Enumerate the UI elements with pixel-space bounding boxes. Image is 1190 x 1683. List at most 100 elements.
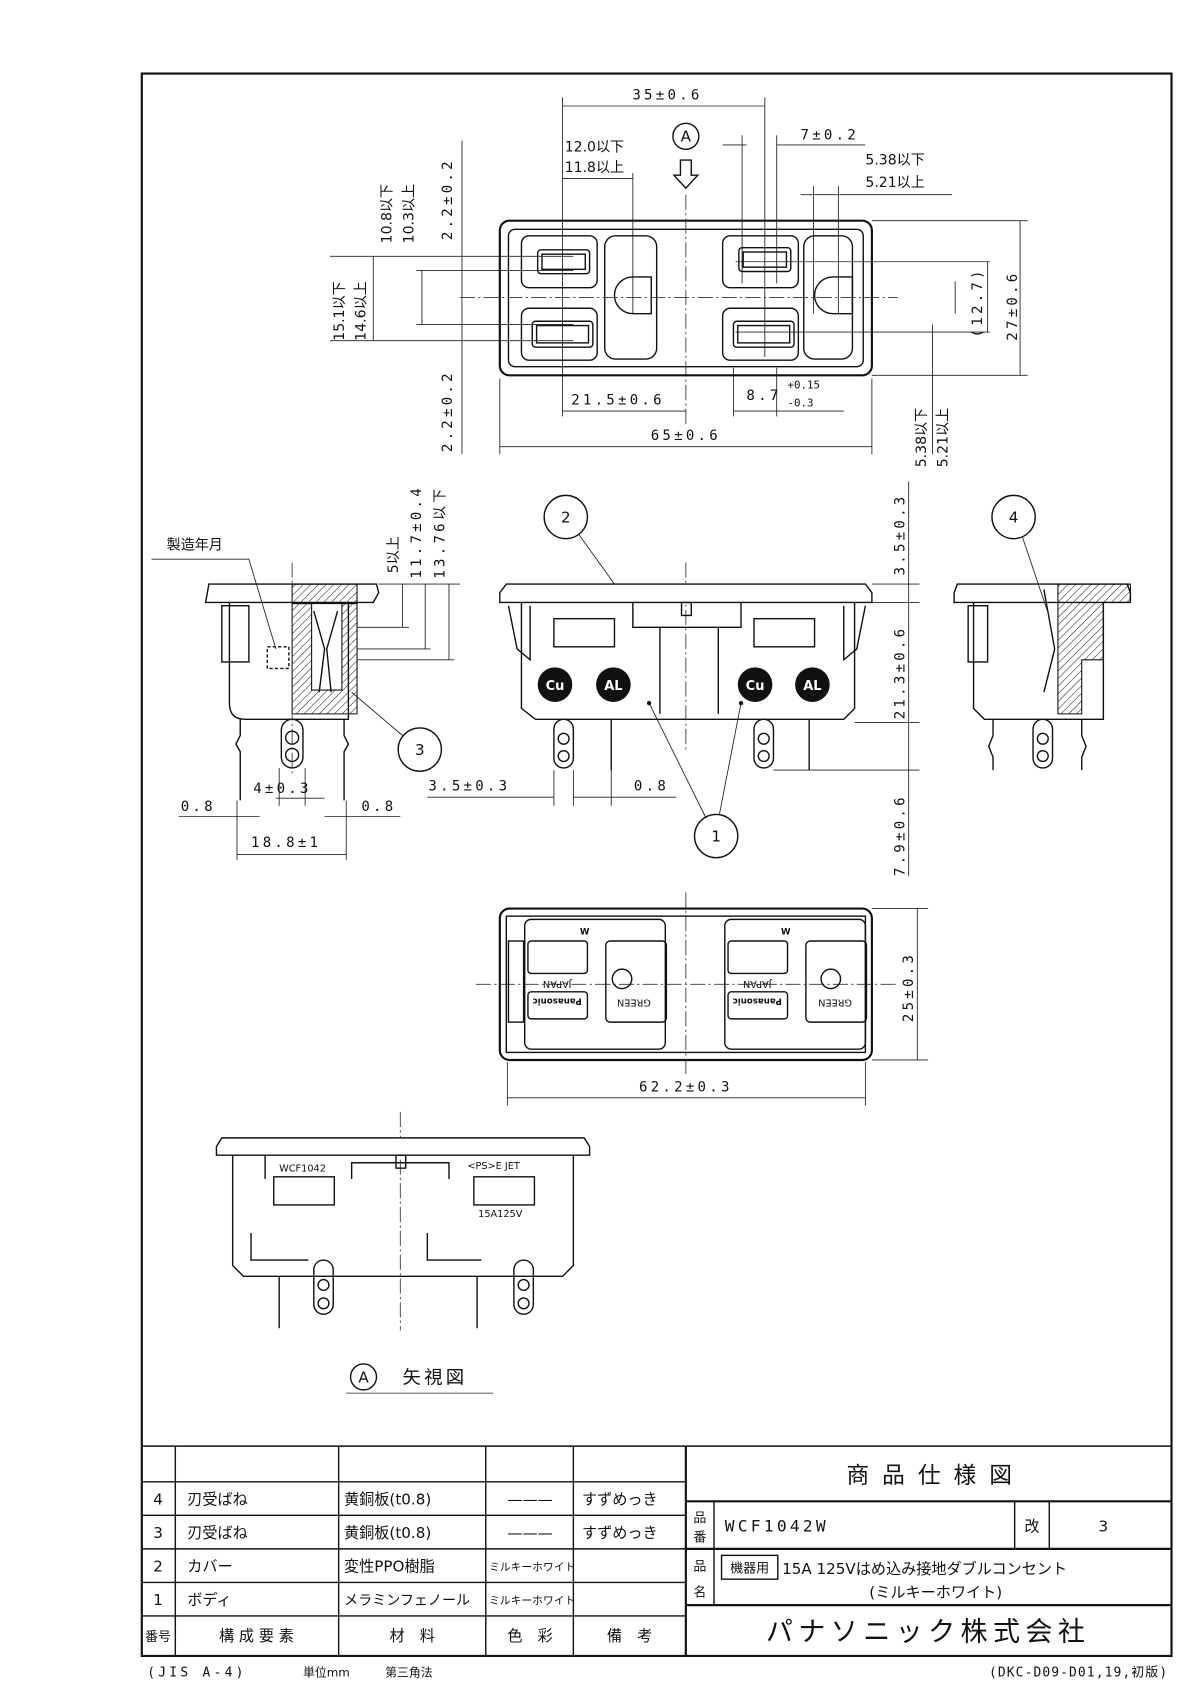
title-block: 商品仕様図 品 番 WCF1042W 改 3 品 名 機器用 15A 125Vは… xyxy=(685,1463,1172,1648)
mark-w: W xyxy=(781,928,791,938)
document-code: (DKC-D09-D01,19,初版) xyxy=(989,1666,1168,1681)
balloon-4-label: 4 xyxy=(1009,508,1019,526)
svg-text:黄銅板(t0.8): 黄銅板(t0.8) xyxy=(344,1491,431,1509)
ground-hole xyxy=(813,276,854,315)
dim-25: 25±0.3 xyxy=(901,952,917,1022)
mark-w: W xyxy=(580,928,590,938)
svg-text:備 考: 備 考 xyxy=(607,1627,652,1645)
outlet-slot-box xyxy=(520,235,598,289)
svg-text:メラミンフェノール: メラミンフェノール xyxy=(344,1593,470,1609)
footer: (JIS A-4) 単位mm 第三角法 (DKC-D09-D01,19,初版) xyxy=(147,1666,1168,1681)
arrow-view-a: WCF1042 <PS>E JET 15A125V A 矢視図 xyxy=(215,1111,591,1394)
dim-62-2: 62.2±0.3 xyxy=(639,1079,733,1095)
cover-plate xyxy=(499,583,873,604)
window xyxy=(273,1176,336,1206)
dim-5-38-max-b: 5.38以下 xyxy=(914,408,930,467)
cu-mark-icon: Cu xyxy=(537,667,573,702)
svg-text:3: 3 xyxy=(153,1524,163,1542)
mark-green: GREEN xyxy=(818,996,852,1007)
svg-text:材 料: 材 料 xyxy=(390,1627,435,1645)
svg-text:すずめっき: すずめっき xyxy=(582,1491,658,1509)
terminal-module-right: W JAPAN Panasonic GREEN xyxy=(724,918,868,1050)
model-marking: WCF1042 xyxy=(279,1163,326,1174)
balloon-2-label: 2 xyxy=(561,508,571,526)
outer-plate xyxy=(498,219,873,377)
view-arrow-icon xyxy=(672,159,700,190)
mark-green: GREEN xyxy=(617,996,651,1007)
dim-10-8-max: 10.8以下 xyxy=(380,184,396,243)
blade-slot xyxy=(536,249,591,275)
ground-slot-box xyxy=(604,235,658,360)
date-code-label: 製造年月 xyxy=(167,537,223,553)
revision-label: 改 xyxy=(1024,1518,1039,1536)
svg-text:———: ——— xyxy=(507,1491,552,1509)
table-row: 2 カバー 変性PPO樹脂 ミルキーホワイト xyxy=(153,1558,575,1576)
svg-text:すずめっき: すずめっき xyxy=(582,1524,658,1542)
dim-15-1-max: 15.1以下 xyxy=(332,281,348,340)
cu-mark-icon: Cu xyxy=(737,667,773,702)
window xyxy=(553,617,616,648)
dim-12-7-ref: (12.7) xyxy=(970,267,986,337)
dim-12-0-max: 12.0以下 xyxy=(565,139,624,155)
svg-text:刃受ばね: 刃受ばね xyxy=(187,1524,248,1542)
view-marker-circle xyxy=(349,1363,378,1391)
dim-27: 27±0.6 xyxy=(1005,270,1021,340)
dim-5-min: 5以上 xyxy=(386,536,402,573)
dim-35: 35±0.6 xyxy=(632,88,702,104)
al-mark-icon: AL xyxy=(596,667,631,702)
table-row: 3 刃受ばね 黄銅板(t0.8) ——— すずめっき xyxy=(153,1524,657,1542)
product-name-label: 品 xyxy=(693,1560,706,1575)
svg-text:ミルキーホワイト: ミルキーホワイト xyxy=(489,1594,575,1607)
blade-slot xyxy=(732,320,795,348)
dim-10-3-min: 10.3以上 xyxy=(401,184,417,243)
dim-0-8: 0.8 xyxy=(634,779,669,795)
bottom-view: W JAPAN Panasonic GREEN W JAPAN Panasoni… xyxy=(476,892,929,1106)
view-caption: 矢視図 xyxy=(402,1367,467,1388)
svg-text:Cu: Cu xyxy=(546,679,565,694)
balloon-3 xyxy=(397,727,443,772)
dim-2-2-lower: 2.2±0.2 xyxy=(440,370,456,452)
dim-11-8-min: 11.8以上 xyxy=(565,160,624,176)
product-name-line-1: 15A 125Vはめ込み接地ダブルコンセント xyxy=(782,1560,1067,1578)
dim-21-5: 21.5±0.6 xyxy=(571,393,665,409)
top-view: A 35±0.6 12.0以下 11.8以上 7±0.2 xyxy=(330,88,1028,467)
hatched-section xyxy=(291,583,358,605)
terminal-module-left: W JAPAN Panasonic GREEN xyxy=(523,918,668,1050)
view-marker-label: A xyxy=(681,128,692,146)
product-name-line-2: (ミルキーホワイト) xyxy=(869,1584,1002,1602)
mark-japan: JAPAN xyxy=(743,978,773,989)
table-row: 1 ボディ メラミンフェノール ミルキーホワイト xyxy=(153,1591,575,1609)
right-side-section-view: 4 xyxy=(953,494,1132,771)
svg-text:1: 1 xyxy=(153,1591,163,1609)
balloon-2 xyxy=(543,494,589,540)
table-row: 4 刃受ばね 黄銅板(t0.8) ——— すずめっき xyxy=(153,1491,657,1509)
svg-text:4: 4 xyxy=(153,1491,163,1509)
dim-13-76-max: 13.76以下 xyxy=(433,486,449,579)
svg-text:AL: AL xyxy=(604,679,622,694)
dim-21-3: 21.3±0.6 xyxy=(892,626,908,720)
mark-japan: JAPAN xyxy=(543,978,573,989)
part-no-label: 番 xyxy=(693,1530,706,1545)
revision-value: 3 xyxy=(1099,1518,1109,1536)
dim-0-8-right: 0.8 xyxy=(361,799,396,815)
dim-18-8: 18.8±1 xyxy=(251,835,321,851)
dim-8-7-tol-plus: +0.15 xyxy=(788,378,821,391)
ground-hole xyxy=(613,276,652,315)
dim-5-21-min-b: 5.21以上 xyxy=(936,408,952,467)
parts-table: 4 刃受ばね 黄銅板(t0.8) ——— すずめっき 3 刃受ばね 黄銅板(t0… xyxy=(141,1445,1172,1656)
svg-text:カバー: カバー xyxy=(187,1558,232,1576)
dim-3-5-horizontal: 3.5±0.3 xyxy=(428,779,510,795)
svg-text:構 成 要 素: 構 成 要 素 xyxy=(219,1627,294,1645)
dim-5-38-max: 5.38以下 xyxy=(865,152,924,168)
dim-3-5-vertical: 3.5±0.3 xyxy=(892,493,908,575)
unit-note: 単位mm xyxy=(303,1666,350,1680)
svg-text:黄銅板(t0.8): 黄銅板(t0.8) xyxy=(344,1524,431,1542)
svg-text:変性PPO樹脂: 変性PPO樹脂 xyxy=(344,1558,435,1576)
svg-text:ボディ: ボディ xyxy=(187,1591,231,1609)
svg-text:刃受ばね: 刃受ばね xyxy=(187,1491,248,1509)
window xyxy=(753,617,816,648)
drawing-title: 商品仕様図 xyxy=(846,1463,1024,1489)
part-no-label: 品 xyxy=(693,1511,706,1526)
table-header-row: 番号 構 成 要 素 材 料 色 彩 備 考 xyxy=(145,1627,652,1645)
side-section-view: 製造年月 3 5以上 11.7±0.4 13.76以下 4±0.3 0.8 0.… xyxy=(151,485,460,860)
